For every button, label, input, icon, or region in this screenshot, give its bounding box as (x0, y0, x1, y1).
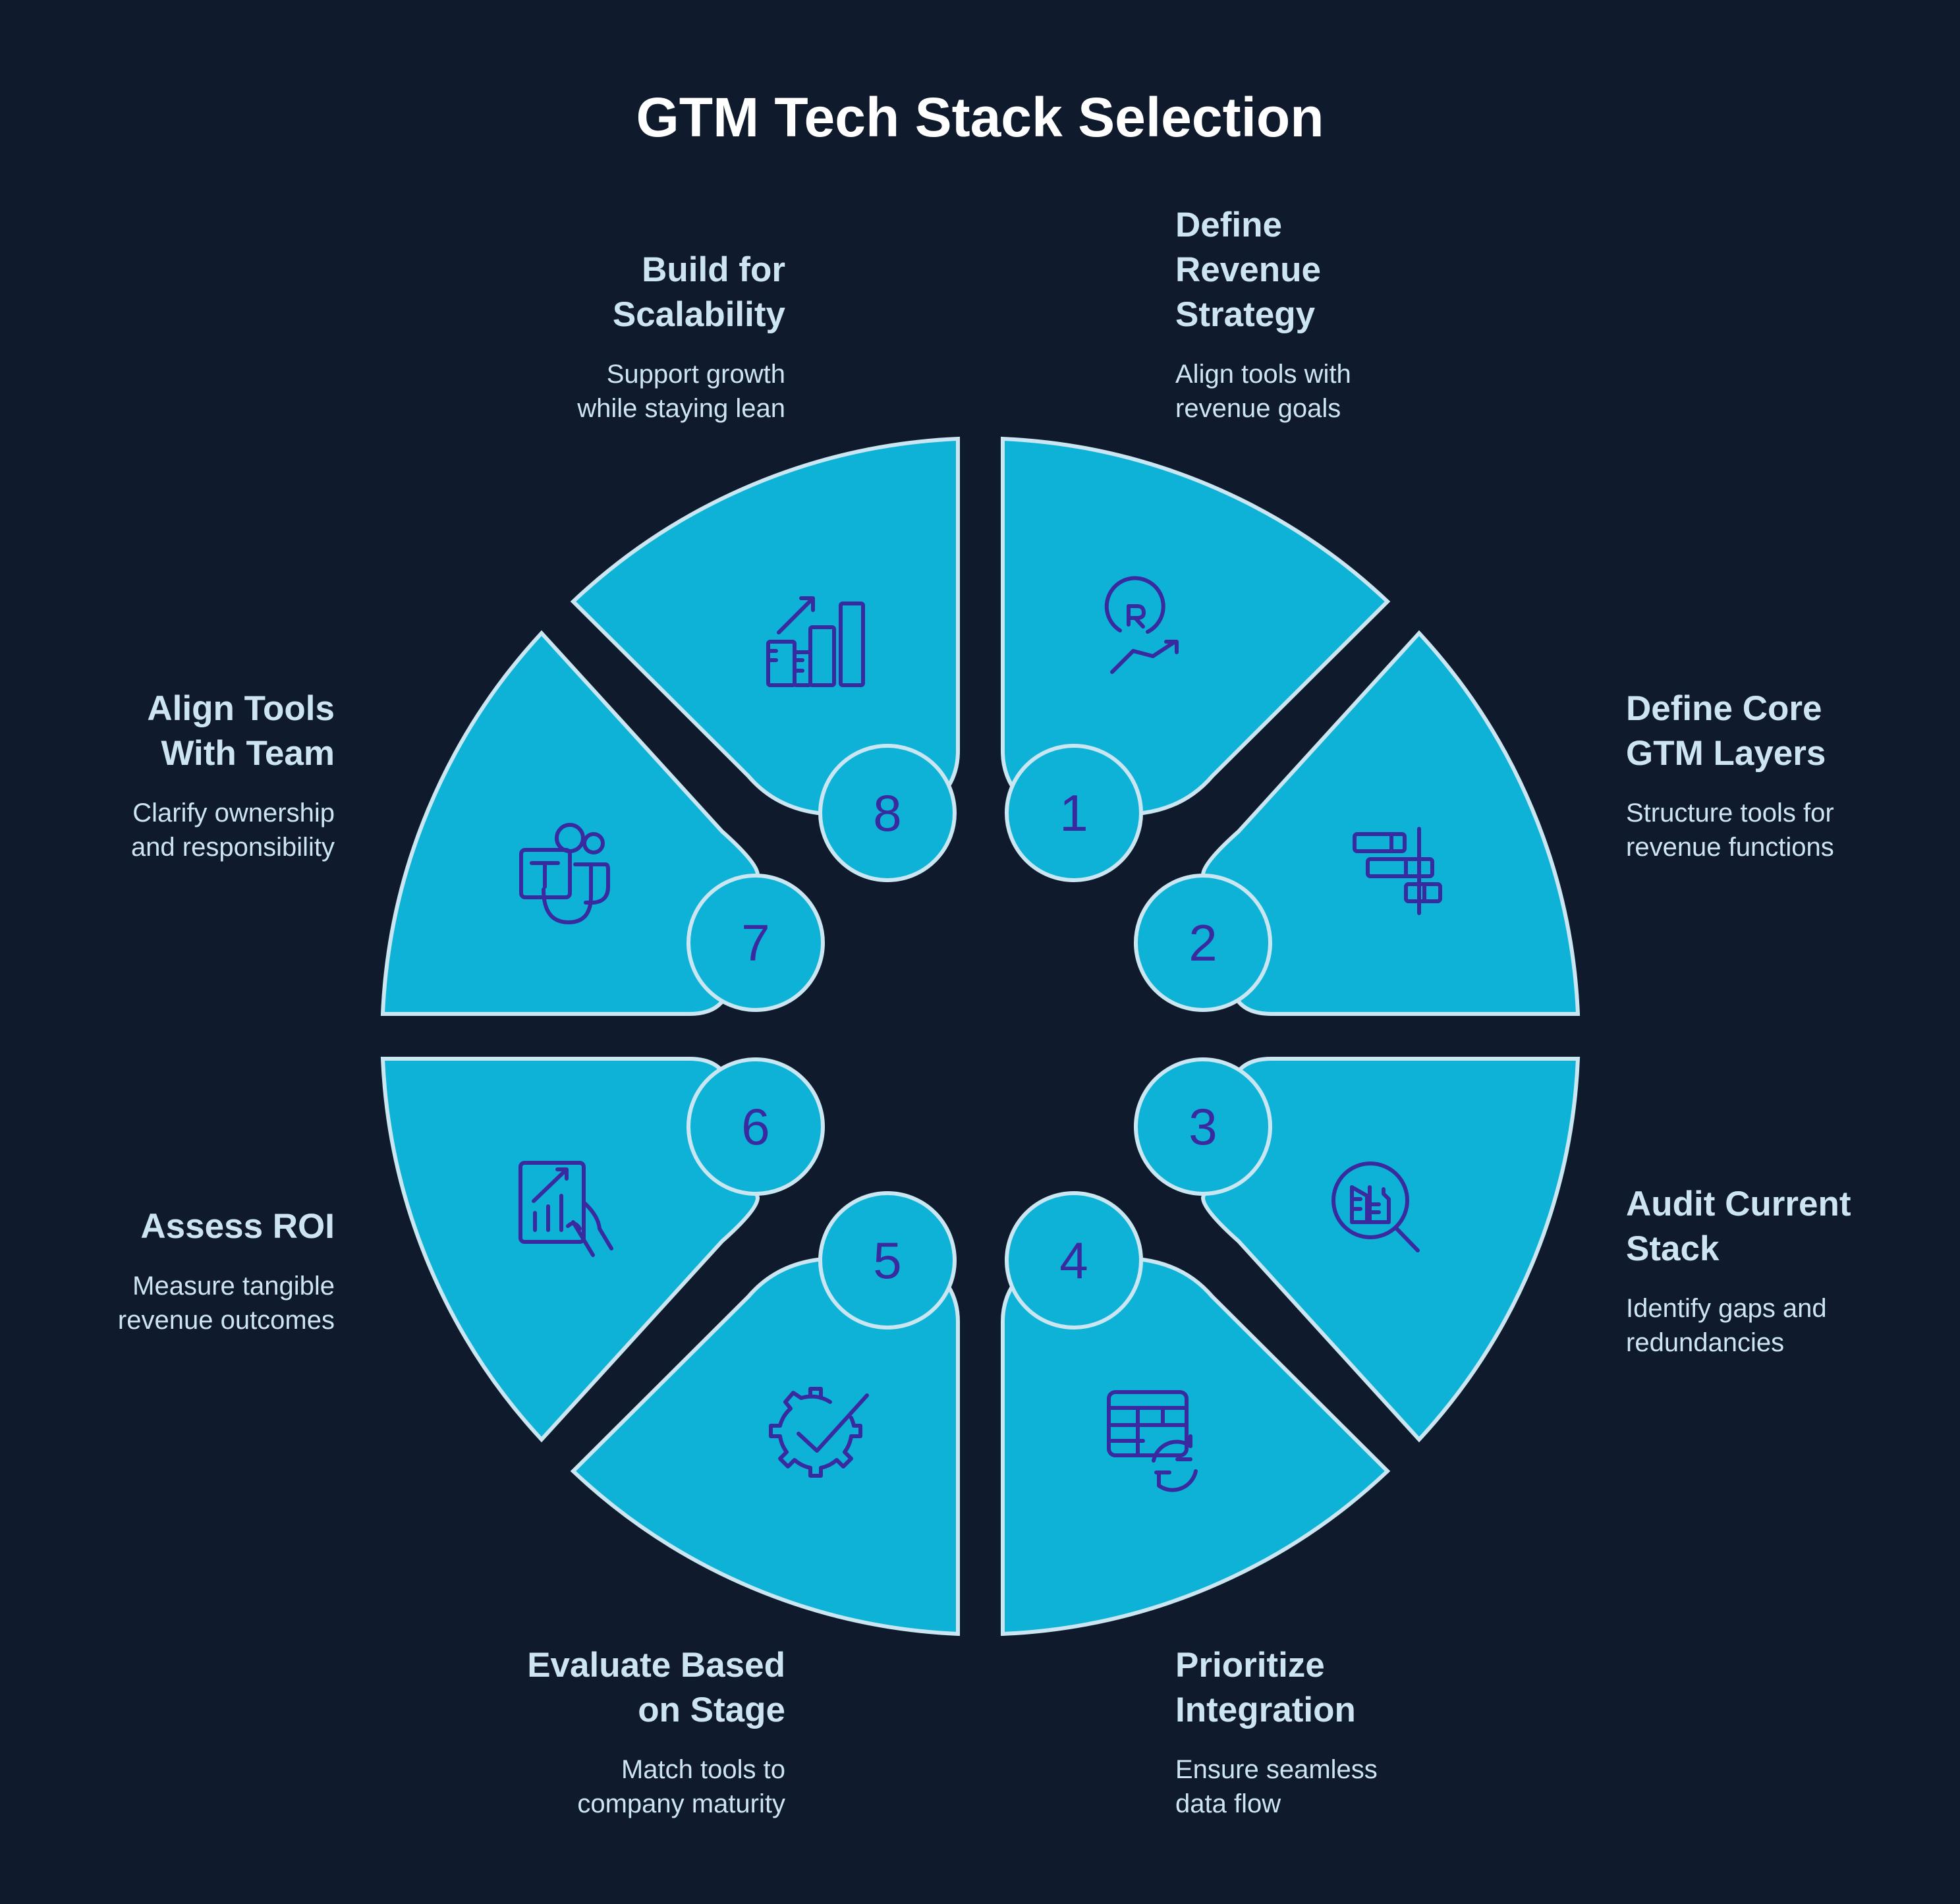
tablet-chart-icon (518, 1161, 613, 1257)
step-desc-2: Structure tools for revenue functions (1626, 798, 1834, 862)
gear-check-icon (769, 1387, 869, 1478)
step-title-5: Evaluate Based on Stage (527, 1646, 785, 1729)
step-desc-3: Identify gaps and redundancies (1626, 1294, 1827, 1357)
step-desc-4: Ensure seamless data flow (1175, 1755, 1378, 1818)
step-badge-6[interactable] (686, 1057, 825, 1196)
step-badge-2[interactable] (1134, 874, 1272, 1012)
step-number-4: 4 (1059, 1231, 1088, 1289)
step-label-7: Align Tools With Team Clarify ownership … (0, 686, 335, 864)
segment-4[interactable] (1001, 1258, 1391, 1637)
step-number-1: 1 (1059, 784, 1088, 842)
step-title-2: Define Core GTM Layers (1626, 689, 1826, 773)
step-desc-8: Support growth while staying lean (577, 360, 785, 423)
step-label-2: Define Core GTM Layers Structure tools f… (1626, 686, 1960, 864)
step-number-7: 7 (741, 914, 770, 972)
revenue-growth-icon (1104, 576, 1179, 674)
step-number-6: 6 (741, 1098, 770, 1156)
step-number-2: 2 (1189, 914, 1217, 972)
step-label-4: Prioritize Integration Ensure seamless d… (1175, 1643, 1518, 1821)
step-title-1: Define Revenue Strategy (1175, 206, 1321, 334)
magnifier-buildings-icon (1331, 1162, 1420, 1252)
step-label-8: Build for Scalability Support growth whi… (443, 248, 785, 426)
step-badge-4[interactable] (1005, 1191, 1143, 1330)
segment-8[interactable] (570, 436, 960, 815)
step-number-3: 3 (1189, 1098, 1217, 1156)
step-desc-6: Measure tangible revenue outcomes (117, 1272, 335, 1335)
step-title-3: Audit Current Stack (1626, 1185, 1851, 1268)
step-label-3: Audit Current Stack Identify gaps and re… (1626, 1182, 1960, 1360)
diagram-title: GTM Tech Stack Selection (636, 86, 1324, 148)
team-collab-icon (519, 823, 610, 924)
step-label-6: Assess ROI Measure tangible revenue outc… (0, 1204, 335, 1337)
step-title-7: Align Tools With Team (147, 689, 335, 773)
step-badge-8[interactable] (818, 744, 957, 882)
bar-chart-growth-icon (766, 596, 865, 687)
step-desc-5: Match tools to company maturity (577, 1755, 785, 1818)
step-badge-5[interactable] (818, 1191, 957, 1330)
step-number-5: 5 (873, 1231, 901, 1289)
step-title-8: Build for Scalability (612, 250, 785, 334)
table-sync-icon (1107, 1390, 1198, 1492)
step-badge-3[interactable] (1134, 1057, 1272, 1196)
step-desc-7: Clarify ownership and responsibility (130, 798, 335, 862)
segment-6[interactable] (380, 1057, 760, 1443)
step-title-4: Prioritize Integration (1175, 1646, 1356, 1729)
step-label-1: Define Revenue Strategy Align tools with… (1175, 203, 1518, 426)
step-label-5: Evaluate Based on Stage Match tools to c… (443, 1643, 785, 1821)
step-number-8: 8 (873, 784, 901, 842)
layers-alignment-icon (1353, 827, 1442, 915)
step-badge-1[interactable] (1005, 744, 1143, 882)
step-badge-7[interactable] (686, 874, 825, 1012)
segment-2[interactable] (1200, 630, 1581, 1016)
step-title-6: Assess ROI (140, 1207, 335, 1246)
step-desc-1: Align tools with revenue goals (1175, 360, 1351, 423)
